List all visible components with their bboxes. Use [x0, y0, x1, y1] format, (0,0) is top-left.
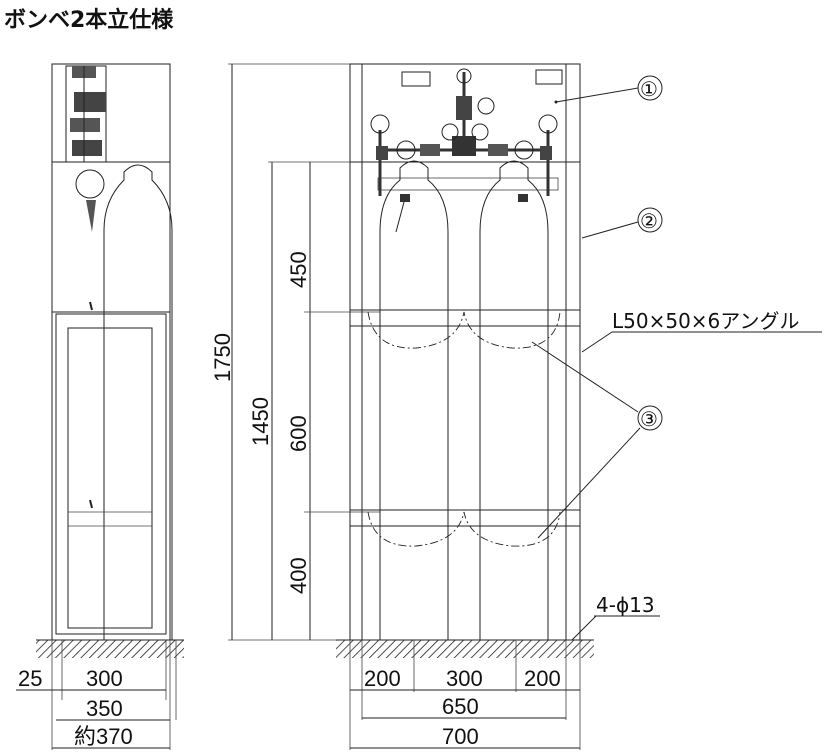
- side-view: 25 300 350 約370: [16, 63, 184, 750]
- front-valve-panel: [361, 63, 567, 163]
- dim-front-300: 300: [446, 666, 483, 691]
- side-frame: [51, 63, 171, 641]
- page-title: ボンベ2本立仕様: [4, 8, 174, 33]
- side-lower-frame: [55, 313, 167, 635]
- dim-height-450: 450: [286, 251, 311, 288]
- gauge-icon: [370, 68, 558, 160]
- callout-3: ③: [640, 407, 658, 431]
- angle-label: L50×50×6アングル: [612, 309, 799, 333]
- side-lower-panel: [67, 327, 153, 629]
- dim-front-200-left: 200: [364, 666, 401, 691]
- dim-side-300: 300: [86, 666, 123, 691]
- dim-front-650: 650: [442, 694, 479, 719]
- gas-cylinder-right: [479, 160, 549, 641]
- callout-2: ②: [640, 209, 658, 233]
- side-valve-icon: [70, 66, 106, 162]
- side-lever-icon: [86, 200, 96, 232]
- side-gauge-icon: [75, 169, 105, 199]
- angle-rail-lower: [349, 509, 581, 527]
- callout-1: ①: [640, 77, 658, 101]
- dim-front-700: 700: [442, 724, 479, 749]
- dim-height-400: 400: [286, 557, 311, 594]
- dim-height-1450: 1450: [248, 397, 273, 446]
- chain-upper: [367, 311, 561, 349]
- side-cylinder: [103, 164, 173, 640]
- side-ground-hatch: [36, 640, 184, 658]
- dim-side-25: 25: [18, 666, 42, 691]
- callouts: ① ② L50×50×6アングル ③ 4-ϕ13: [531, 75, 822, 641]
- label-plate-right: [535, 69, 563, 85]
- dim-front-200-right: 200: [524, 666, 561, 691]
- dim-side-370: 約370: [74, 724, 133, 749]
- chain-lower: [367, 511, 561, 547]
- front-view: 200 300 200 650 700: [336, 63, 594, 750]
- angle-rail-upper: [349, 309, 581, 327]
- front-ground-hatch: [336, 640, 594, 658]
- manifold-piping: [376, 72, 552, 196]
- callout-circle-2: [637, 207, 663, 233]
- vertical-dimensions: 1750 1450 450 600 400: [210, 63, 380, 641]
- gas-cylinder-left: [379, 160, 449, 641]
- label-plate-left: [401, 71, 431, 87]
- dim-height-1750: 1750: [210, 333, 235, 382]
- callout-circle-3: [637, 405, 663, 431]
- holes-label: 4-ϕ13: [596, 593, 655, 617]
- dim-height-600: 600: [286, 415, 311, 452]
- dim-side-350: 350: [86, 696, 123, 721]
